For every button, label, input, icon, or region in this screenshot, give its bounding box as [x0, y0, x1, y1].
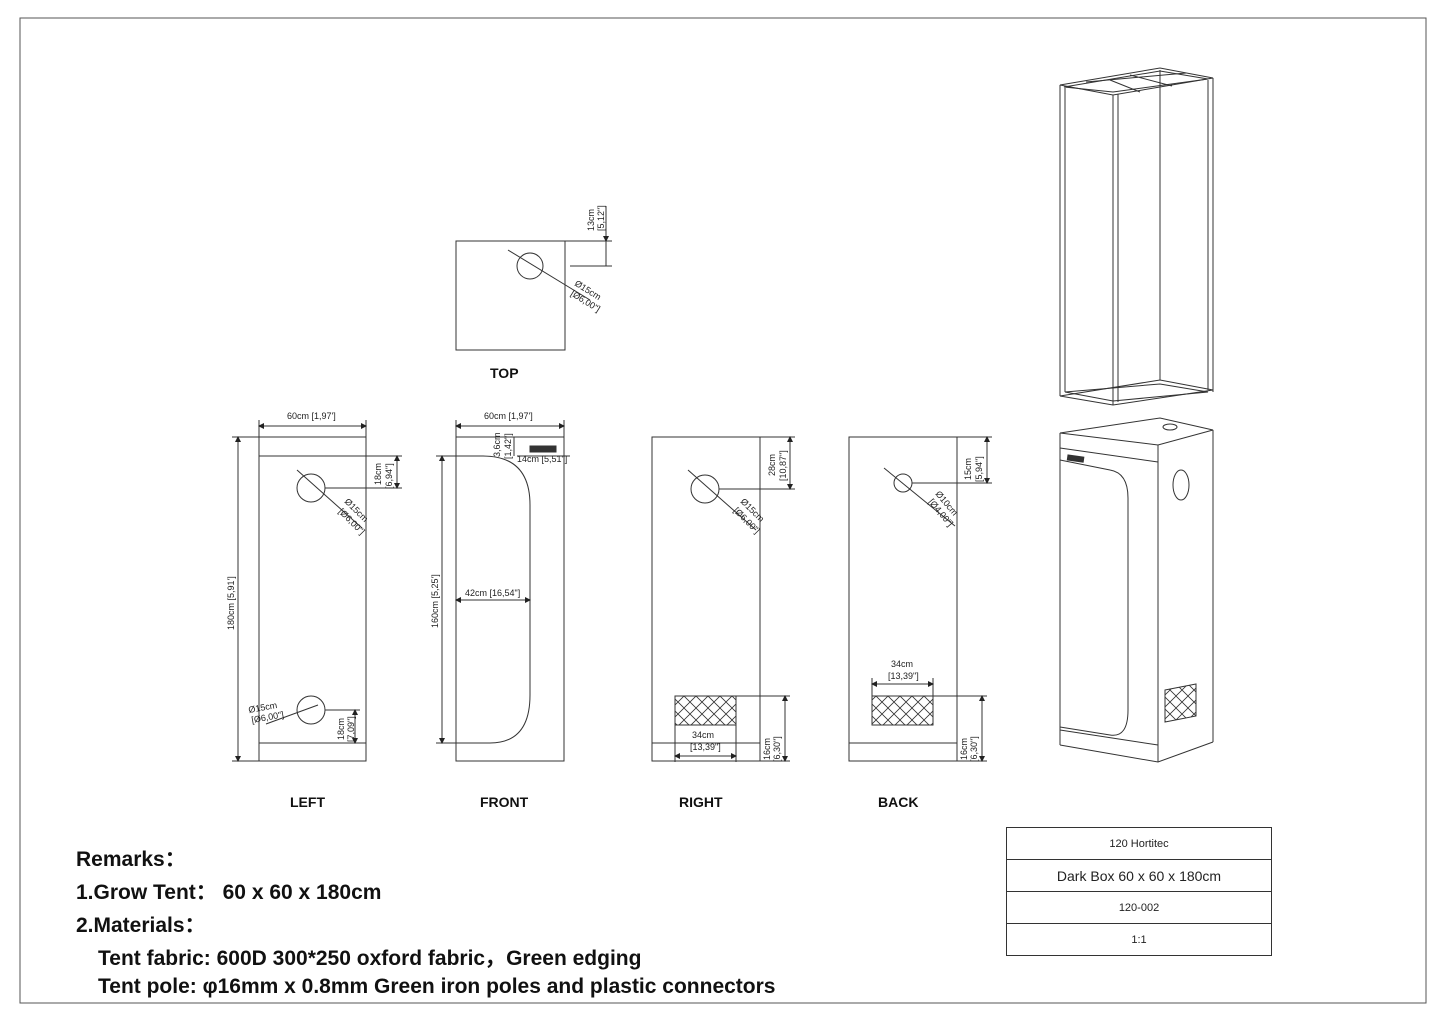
title-block-code: 120-002 [1007, 892, 1271, 924]
remarks-line-3: Tent fabric: 600D 300*250 oxford fabric，… [98, 947, 642, 970]
back-top-off-in-label: [5,94"] [974, 456, 984, 482]
view-title-back: BACK [878, 794, 918, 810]
front-top-gap-label: 3,6cm [492, 432, 502, 457]
top-view [455, 206, 612, 351]
left-width-label: 60cm [1,97'] [287, 411, 336, 421]
left-top-off-in-label: [6,94"] [384, 463, 394, 489]
remarks-block: Remarks： 1.Grow Tent： 60 x 60 x 180cm 2.… [76, 843, 775, 999]
right-vent-off-label: 16cm [762, 738, 772, 760]
remarks-line-1: 1.Grow Tent： 60 x 60 x 180cm [76, 881, 382, 904]
back-top-off-label: 15cm [963, 458, 973, 480]
left-bot-off-in-label: [7,09"] [346, 716, 356, 742]
right-vent-label: 34cm [692, 730, 714, 740]
front-logo-label: 14cm [5,51"] [517, 454, 567, 464]
back-vent-in-label: [13,39"] [888, 671, 919, 681]
left-view [232, 420, 402, 762]
remarks-line-2: 2.Materials： [76, 914, 206, 937]
tent-3d [1059, 417, 1214, 763]
left-hole-bot-label: Ø15cm [248, 700, 278, 715]
remarks-line-4: Tent pole: φ16mm x 0.8mm Green iron pole… [98, 975, 776, 998]
front-width-label: 60cm [1,97'] [484, 411, 533, 421]
front-height-label: 160cm [5,25'] [430, 574, 440, 628]
front-top-gap-in-label: [1,42"] [503, 433, 513, 459]
view-title-left: LEFT [290, 794, 325, 810]
title-block: 120 Hortitec Dark Box 60 x 60 x 180cm 12… [1006, 827, 1272, 956]
left-height-label: 180cm [5,91'] [226, 576, 236, 630]
top-offset-label: 13cm [586, 209, 596, 231]
top-offset-in-label: [5,12"] [596, 205, 606, 231]
right-view [651, 436, 795, 762]
back-vent-off-in-label: [6,30"] [969, 736, 979, 762]
left-bot-off-label: 18cm [336, 718, 346, 740]
right-vent-off-in-label: [6,30"] [772, 736, 782, 762]
back-vent-off-label: 16cm [959, 738, 969, 760]
back-view [848, 436, 992, 762]
title-block-scale: 1:1 [1131, 933, 1147, 946]
page-border [19, 17, 1427, 1004]
right-top-off-label: 28cm [767, 454, 777, 476]
right-top-off-in-label: [10,87"] [778, 450, 788, 481]
left-top-off-label: 18cm [373, 463, 383, 485]
view-title-top: TOP [490, 365, 519, 381]
right-vent-in-label: [13,39"] [690, 742, 721, 752]
remarks-title: Remarks： [76, 848, 186, 871]
title-block-name: Dark Box 60 x 60 x 180cm [1007, 860, 1271, 892]
title-block-brand: 120 Hortitec [1007, 828, 1271, 860]
front-view [436, 420, 570, 762]
front-door-label: 42cm [16,54"] [465, 588, 520, 598]
frame-3d [1059, 67, 1214, 406]
view-title-front: FRONT [480, 794, 529, 810]
view-title-right: RIGHT [679, 794, 723, 810]
back-vent-label: 34cm [891, 659, 913, 669]
